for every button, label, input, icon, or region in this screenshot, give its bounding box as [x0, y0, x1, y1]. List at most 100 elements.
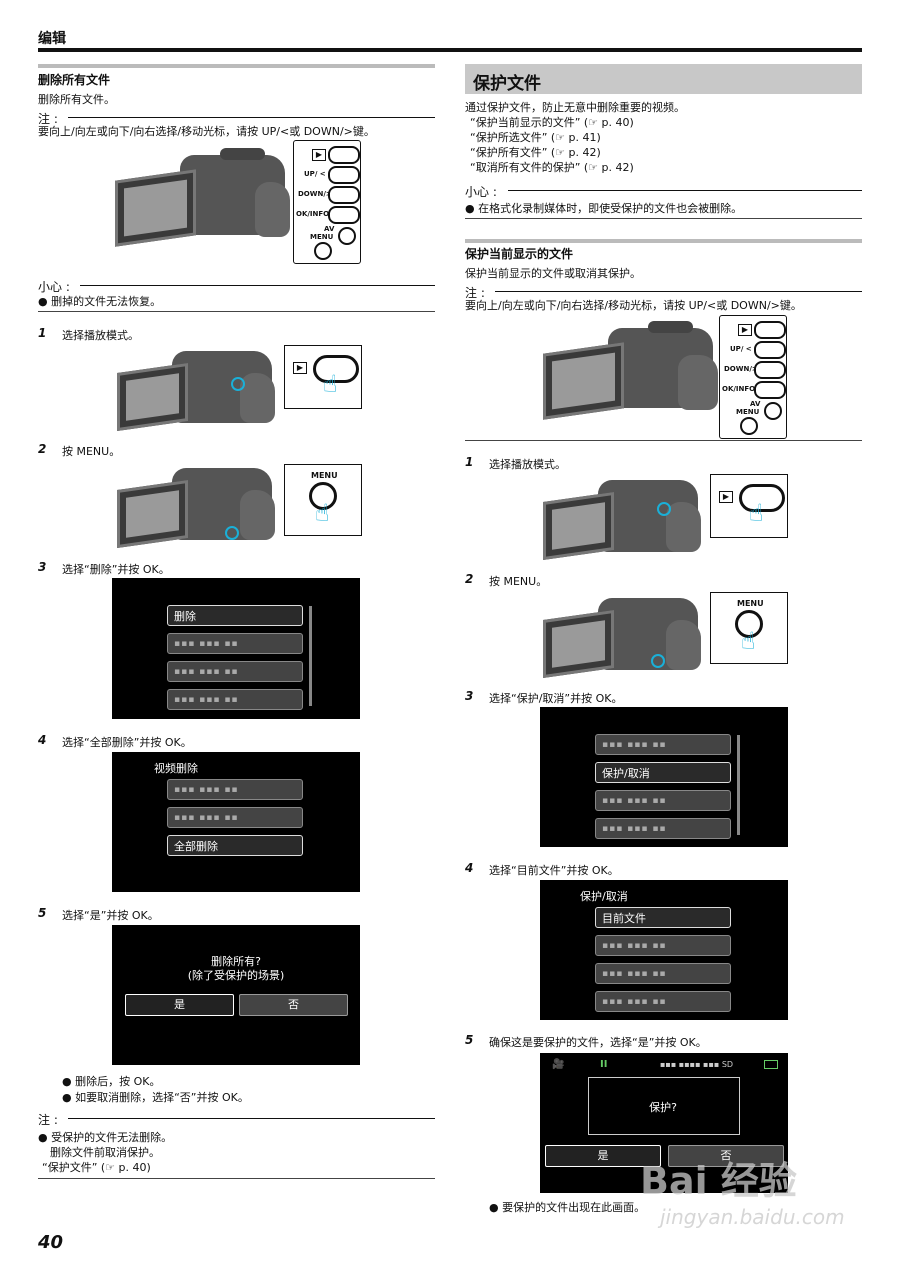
button-panel: ▶ UP/ < DOWN/> OK/INFO AV MENU — [293, 140, 361, 264]
dialog-no-button[interactable]: 否 — [239, 994, 348, 1016]
av-label: AV — [750, 400, 761, 408]
menu-scrollbar[interactable] — [309, 606, 312, 706]
watermark-url: jingyan.baidu.com — [660, 1205, 845, 1229]
right-after-bullet: ● 要保护的文件出现在此画面。 — [489, 1201, 646, 1214]
dialog-no-button[interactable]: 否 — [668, 1145, 784, 1167]
menu-item-current-file[interactable]: 目前文件 — [595, 907, 731, 928]
right-step-1-num: 1 — [465, 455, 474, 469]
left-note-label: 注 : — [38, 112, 58, 126]
right-step-3-text: 选择“保护/取消”并按 OK。 — [489, 692, 623, 705]
left-caution-bottom-rule — [38, 311, 435, 312]
left-step-3-num: 3 — [38, 560, 47, 574]
right-section-title: 保护文件 — [473, 74, 541, 94]
right-note-label: 注 : — [465, 286, 485, 300]
pointing-hand-icon: ☝ — [315, 499, 330, 527]
up-label: UP/ < — [730, 345, 752, 353]
down-label: DOWN/> — [724, 365, 758, 373]
battery-icon — [764, 1060, 778, 1069]
left-section-desc: 删除所有文件。 — [38, 93, 115, 106]
okinfo-button — [328, 206, 360, 224]
left-note-text: 要向上/向左或向下/向右选择/移动光标，请按 UP/<或 DOWN/>键。 — [38, 125, 375, 138]
menu-item[interactable]: ▪▪▪ ▪▪▪ ▪▪ — [595, 935, 731, 956]
page-number: 40 — [38, 1232, 64, 1253]
dialog-box — [588, 1077, 740, 1135]
right-refs: “保护当前显示的文件” (☞ p. 40) “保护所选文件” (☞ p. 41)… — [470, 115, 634, 175]
left-note2-rule — [68, 1118, 435, 1119]
right-caution-text: ● 在格式化录制媒体时，即使受保护的文件也会被删除。 — [465, 202, 743, 215]
menu-label: MENU — [736, 408, 760, 416]
av-label: AV — [324, 225, 335, 233]
menu-item[interactable]: ▪▪▪ ▪▪▪ ▪▪ — [167, 779, 303, 800]
okinfo-label: OK/INFO — [722, 385, 756, 393]
menu-item[interactable]: ▪▪▪ ▪▪▪ ▪▪ — [167, 661, 303, 682]
right-step-4-text: 选择“目前文件”并按 OK。 — [489, 864, 619, 877]
note2-bullet-text: 受保护的文件无法删除。 — [51, 1131, 173, 1144]
menu-item[interactable]: ▪▪▪ ▪▪▪ ▪▪ — [167, 689, 303, 710]
menu-zoom-label: MENU — [737, 599, 764, 608]
menu-item-protect-cancel[interactable]: 保护/取消 — [595, 762, 731, 783]
left-step-5-text: 选择“是”并按 OK。 — [62, 909, 159, 922]
left-step-1-num: 1 — [38, 326, 47, 340]
menu-item[interactable]: ▪▪▪ ▪▪▪ ▪▪ — [595, 818, 731, 839]
right-step-2-num: 2 — [465, 572, 474, 586]
menu-title: 保护/取消 — [580, 890, 628, 903]
camera-lcd — [115, 169, 196, 247]
menu-item-delete-all[interactable]: 全部删除 — [167, 835, 303, 856]
ref-link[interactable]: “保护当前显示的文件” (☞ p. 40) — [470, 116, 634, 129]
play-button — [328, 146, 360, 164]
ref-link[interactable]: “保护所选文件” (☞ p. 41) — [470, 131, 601, 144]
menu-item[interactable]: ▪▪▪ ▪▪▪ ▪▪ — [167, 633, 303, 654]
right-note-text: 要向上/向左或向下/向右选择/移动光标，请按 UP/<或 DOWN/>键。 — [465, 299, 802, 312]
right-step-3-num: 3 — [465, 689, 474, 703]
header-rule — [38, 48, 862, 52]
left-caution-text: ● 删掉的文件无法恢复。 — [38, 295, 162, 308]
status-readout: ▪▪▪ ▪▪▪▪ ▪▪▪ SD — [660, 1060, 734, 1069]
bullet-text: 删除后，按 OK。 — [75, 1075, 161, 1088]
pause-icon: II — [600, 1059, 608, 1070]
left-step-1-text: 选择播放模式。 — [62, 329, 139, 342]
ref-link[interactable]: “取消所有文件的保护” (☞ p. 42) — [470, 161, 634, 174]
video-mode-icon: 🎥 — [552, 1059, 565, 1070]
right-step-5-num: 5 — [465, 1033, 474, 1047]
right-caution-label: 小心 : — [465, 185, 497, 199]
left-step-1-illustration: ▶ ☝ — [112, 343, 362, 433]
menu-item[interactable]: ▪▪▪ ▪▪▪ ▪▪ — [167, 807, 303, 828]
menu-item-delete[interactable]: 删除 — [167, 605, 303, 626]
right-step-2-text: 按 MENU。 — [489, 575, 548, 588]
okinfo-label: OK/INFO — [296, 210, 330, 218]
left-step-2-text: 按 MENU。 — [62, 445, 121, 458]
bullet-item: ● 如要取消删除，选择“否”并按 OK。 — [62, 1091, 249, 1104]
left-step-2-num: 2 — [38, 442, 47, 456]
dialog-line-2: (除了受保护的场景) — [187, 969, 285, 982]
av-button — [338, 227, 356, 245]
down-button — [328, 186, 360, 204]
left-section-bar — [38, 64, 435, 68]
page-header-title: 编辑 — [38, 31, 66, 47]
left-note2-ref-link[interactable]: “保护文件” (☞ p. 40) — [42, 1161, 151, 1174]
watermark-brand: Bai 经验 — [640, 1159, 797, 1203]
menu-zoom-label: MENU — [311, 471, 338, 480]
right-dialog-screen-5: 🎥 II ▪▪▪ ▪▪▪▪ ▪▪▪ SD 保护? 是 否 — [540, 1053, 788, 1193]
left-note2-sub: 删除文件前取消保护。 — [50, 1146, 160, 1159]
left-section-title: 删除所有文件 — [38, 73, 111, 87]
dialog-yes-button[interactable]: 是 — [545, 1145, 661, 1167]
right-subsection-title: 保护当前显示的文件 — [465, 247, 574, 261]
pointing-hand-icon: ☝ — [323, 370, 338, 398]
ref-link[interactable]: “保护所有文件” (☞ p. 42) — [470, 146, 601, 159]
left-step-4-num: 4 — [38, 733, 47, 747]
left-after-bullets: ● 删除后，按 OK。 ● 如要取消删除，选择“否”并按 OK。 — [62, 1074, 249, 1106]
left-caution-text-value: 删掉的文件无法恢复。 — [51, 295, 162, 308]
dialog-yes-button[interactable]: 是 — [125, 994, 234, 1016]
left-note2-bottom-rule — [38, 1178, 435, 1179]
menu-item[interactable]: ▪▪▪ ▪▪▪ ▪▪ — [595, 991, 731, 1012]
menu-item[interactable]: ▪▪▪ ▪▪▪ ▪▪ — [595, 734, 731, 755]
menu-item[interactable]: ▪▪▪ ▪▪▪ ▪▪ — [595, 790, 731, 811]
right-menu-screen-3: ▪▪▪ ▪▪▪ ▪▪ 保护/取消 ▪▪▪ ▪▪▪ ▪▪ ▪▪▪ ▪▪▪ ▪▪ — [540, 707, 788, 847]
down-label: DOWN/> — [298, 190, 332, 198]
left-step-2-illustration: MENU ☝ — [112, 460, 362, 550]
menu-item[interactable]: ▪▪▪ ▪▪▪ ▪▪ — [595, 963, 731, 984]
left-step-5-num: 5 — [38, 906, 47, 920]
menu-scrollbar[interactable] — [737, 735, 740, 835]
play-icon: ▶ — [312, 149, 326, 161]
bullet-text: 如要取消删除，选择“否”并按 OK。 — [75, 1091, 249, 1104]
